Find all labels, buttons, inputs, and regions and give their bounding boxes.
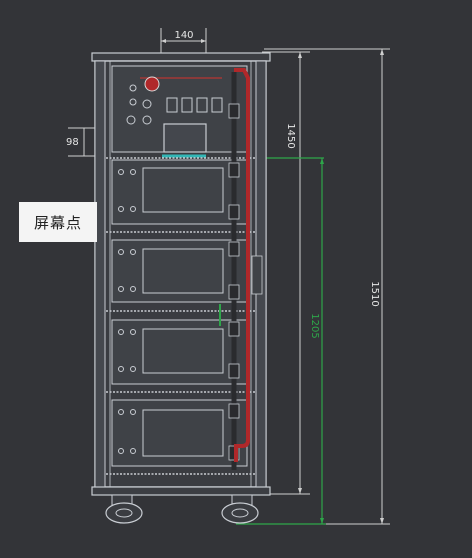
screen-point-callout: 屏幕点 bbox=[19, 202, 97, 242]
cables bbox=[219, 68, 263, 470]
breaker-2 bbox=[181, 97, 193, 113]
caster-right bbox=[221, 494, 259, 524]
cabinet-left-post bbox=[94, 60, 106, 488]
knob-1 bbox=[142, 99, 152, 109]
battery-module-2 bbox=[111, 239, 248, 303]
control-panel bbox=[111, 65, 248, 158]
battery-module-3 bbox=[111, 319, 248, 385]
indicator-1 bbox=[129, 84, 137, 92]
indicator-2 bbox=[129, 98, 137, 106]
breaker-4 bbox=[211, 97, 223, 113]
breaker-1 bbox=[166, 97, 178, 113]
knob-2 bbox=[126, 115, 136, 125]
dim-height-1510: 1510 bbox=[369, 281, 380, 306]
dim-height-1205: 1205 bbox=[309, 313, 320, 338]
casters bbox=[105, 494, 259, 524]
battery-modules bbox=[106, 157, 255, 475]
caster-left bbox=[105, 494, 143, 524]
knob-3 bbox=[142, 115, 152, 125]
cable-red bbox=[234, 68, 250, 462]
dim-height-1450: 1450 bbox=[285, 123, 296, 148]
cabinet-top-cap bbox=[91, 52, 271, 62]
display-screen bbox=[163, 123, 207, 153]
emergency-stop-button bbox=[144, 76, 160, 92]
battery-module-4 bbox=[111, 399, 248, 467]
cabinet-base bbox=[91, 486, 271, 496]
battery-module-1 bbox=[111, 159, 248, 225]
breaker-3 bbox=[196, 97, 208, 113]
dim-width-140: 140 bbox=[174, 30, 193, 41]
dim-height-98: 98 bbox=[66, 137, 79, 148]
